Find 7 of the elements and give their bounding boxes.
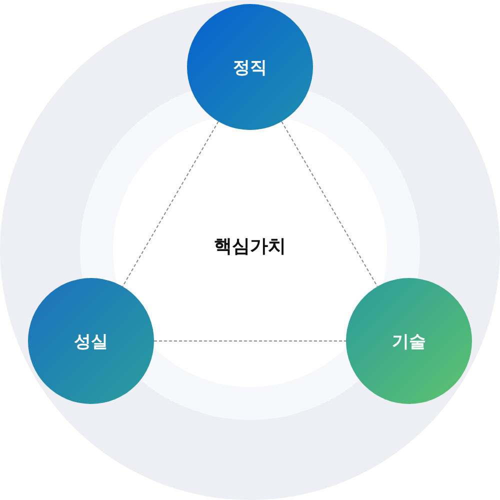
center-title: 핵심가치 (214, 236, 286, 257)
dashed-line (281, 121, 378, 287)
circle-label: 성실 (74, 330, 108, 352)
circle-label: 기술 (392, 330, 426, 352)
circle-label: 정직 (233, 56, 267, 78)
dashed-line (122, 121, 219, 287)
dashed-line (154, 340, 346, 342)
